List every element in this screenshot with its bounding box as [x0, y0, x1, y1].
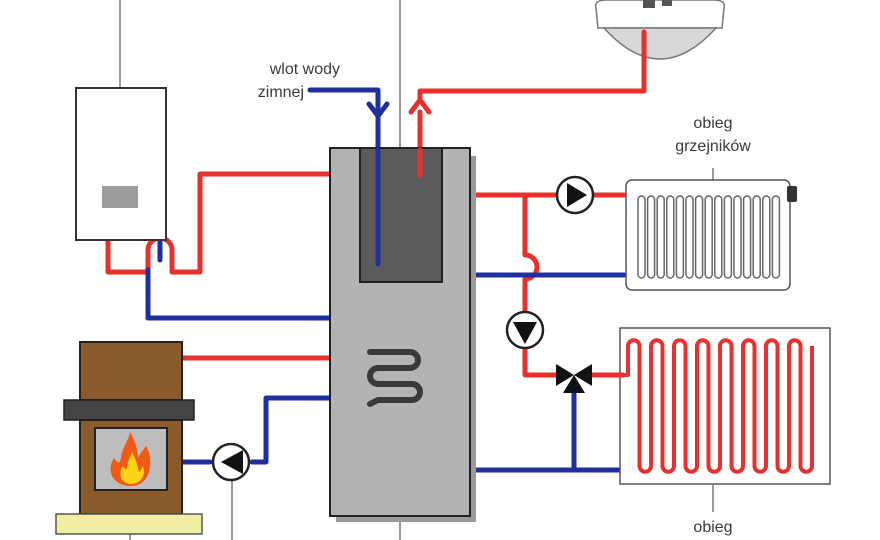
gas-boiler-icon — [75, 87, 167, 241]
radiator-icon — [625, 179, 797, 291]
radiator-fin — [733, 195, 742, 279]
underfloor-heating-icon — [619, 327, 831, 485]
boiler-display-panel — [102, 186, 138, 208]
cold-water-inlet-label: wlot wody zimnej — [224, 58, 340, 104]
storage-tank-icon — [329, 147, 476, 522]
fireplace-icon — [55, 341, 203, 535]
floor-heating-pipe — [624, 338, 814, 474]
radiator-circuit-line-1: obieg — [693, 115, 733, 132]
radiator-fin — [762, 195, 771, 279]
radiator-fin — [675, 195, 685, 279]
cold-inlet-arrow-icon — [366, 101, 390, 119]
radiator-fin — [704, 195, 713, 279]
flame-icon — [110, 432, 151, 486]
radiator-fin — [771, 195, 781, 279]
cold-water-inlet-line-1: wlot wody — [269, 61, 340, 78]
pump-icon — [555, 175, 595, 215]
radiator-fin — [694, 195, 704, 279]
radiator-fin — [666, 195, 675, 279]
three-way-valve-icon — [556, 364, 624, 393]
cold-water-inlet-line-2: zimnej — [257, 84, 304, 101]
hot-outlet-arrow-icon — [408, 97, 432, 115]
radiator-fin — [637, 195, 646, 279]
radiator-fin — [752, 195, 761, 279]
heating-coil — [367, 349, 423, 407]
radiator-fin — [646, 195, 656, 279]
radiator-fin — [714, 195, 723, 279]
radiator-fin — [656, 195, 665, 279]
pump-icon — [211, 442, 251, 482]
radiator-circuit-label: obieg grzejników — [650, 112, 776, 158]
floor-heating-circuit-line-1: obieg — [693, 519, 733, 536]
pump-icon — [505, 310, 545, 350]
radiator-circuit-line-2: grzejników — [675, 138, 751, 155]
radiator-fin — [742, 195, 752, 279]
shower-head-icon — [594, 0, 726, 60]
radiator-fin — [685, 195, 694, 279]
radiator-fin — [723, 195, 733, 279]
floor-heating-circuit-label: obieg — [670, 516, 756, 539]
